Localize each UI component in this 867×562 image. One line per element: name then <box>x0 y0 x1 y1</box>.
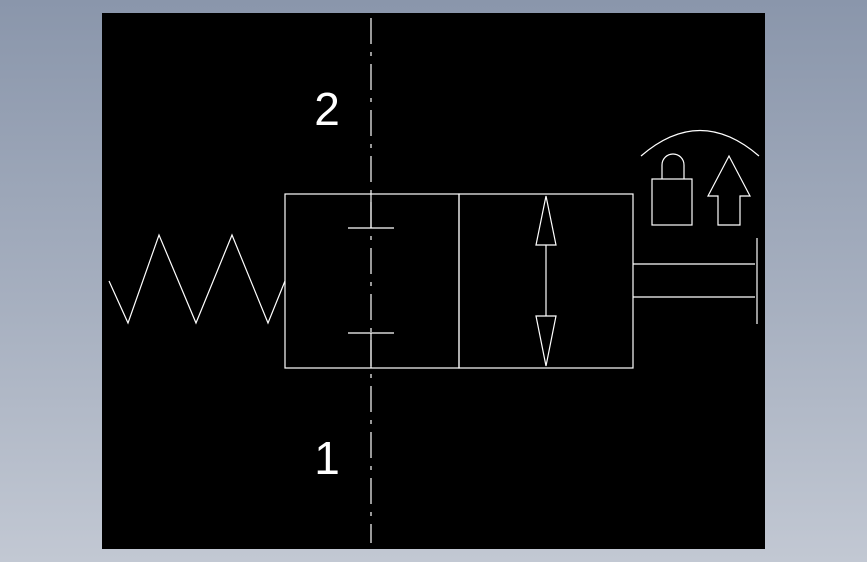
double-arrow-icon <box>535 195 557 367</box>
actuator-rod <box>633 238 758 324</box>
valve-box-right <box>458 193 634 369</box>
drawing-canvas: 2 1 <box>102 13 765 549</box>
port-label-2: 2 <box>314 83 340 135</box>
valve-symbol-diagram: 2 1 <box>108 18 760 543</box>
arrow-up-icon <box>707 154 751 226</box>
blocked-port-top <box>348 194 394 229</box>
actuator-arc <box>640 129 760 157</box>
port-label-1: 1 <box>314 432 340 484</box>
blocked-port-bottom <box>348 332 394 368</box>
valve-box-left <box>284 193 460 369</box>
lock-icon <box>651 153 693 226</box>
spring-icon <box>108 233 286 325</box>
